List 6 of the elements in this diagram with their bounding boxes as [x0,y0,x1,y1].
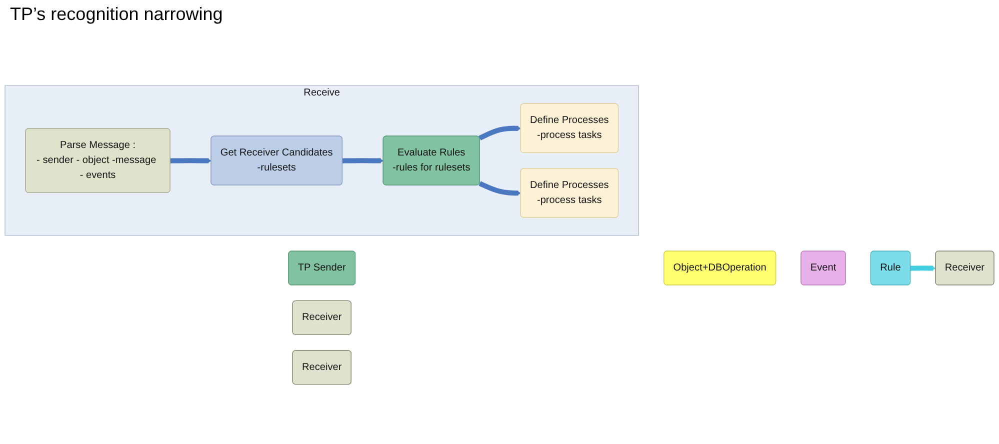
section-heading: TP’s recognition narrowing [10,4,223,25]
arrow [170,158,212,164]
arrow [478,181,522,196]
arrow [910,265,936,271]
arrow [478,126,522,140]
arrow [342,158,384,164]
